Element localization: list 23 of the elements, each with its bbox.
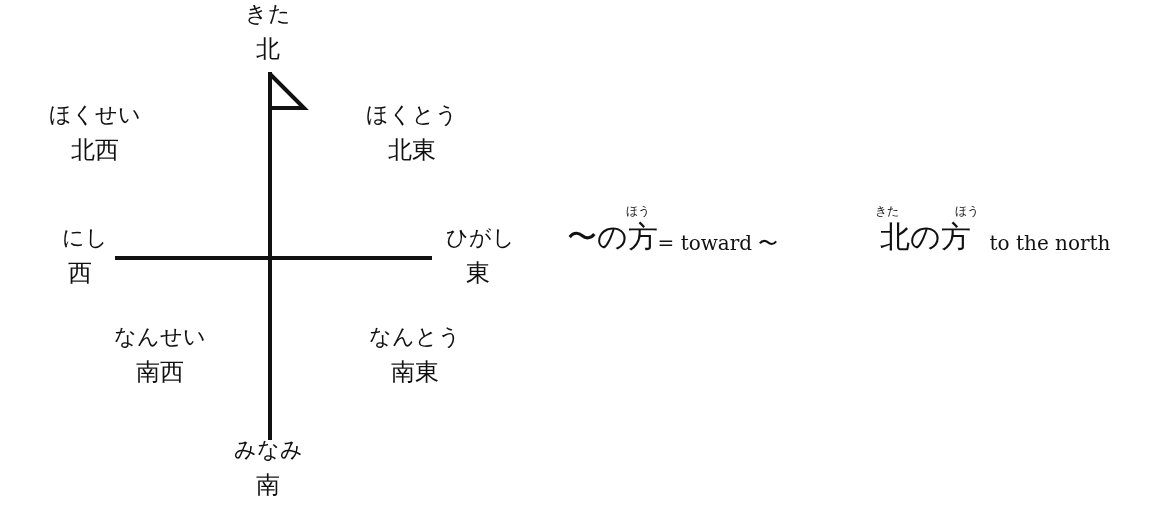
- direction-label: みなみ: [233, 438, 303, 463]
- example-text: 〜の方: [566, 220, 658, 253]
- direction-label: ほくせい: [49, 103, 141, 128]
- direction-label: きた: [245, 2, 291, 27]
- direction-label: 南: [256, 472, 280, 499]
- direction-label: 北: [256, 36, 280, 63]
- direction-label: ひがし: [445, 226, 515, 251]
- direction-label: なんせい: [114, 325, 206, 350]
- example-text: = toward 〜: [657, 232, 779, 254]
- example-text: to the north: [989, 232, 1111, 254]
- furigana-reading: きた: [875, 205, 899, 219]
- direction-label: にし: [62, 226, 108, 251]
- furigana-reading: ほう: [955, 205, 979, 219]
- direction-label: 南東: [391, 359, 439, 386]
- direction-label: ほくとう: [366, 103, 458, 128]
- direction-label: 北東: [388, 137, 436, 164]
- example-text: 北の方: [879, 220, 971, 253]
- direction-label: 東: [466, 260, 490, 287]
- direction-label: 南西: [136, 359, 184, 386]
- direction-label: 北西: [71, 137, 119, 164]
- direction-label: 西: [68, 260, 92, 287]
- furigana-reading: ほう: [626, 205, 650, 219]
- direction-label: なんとう: [369, 325, 461, 350]
